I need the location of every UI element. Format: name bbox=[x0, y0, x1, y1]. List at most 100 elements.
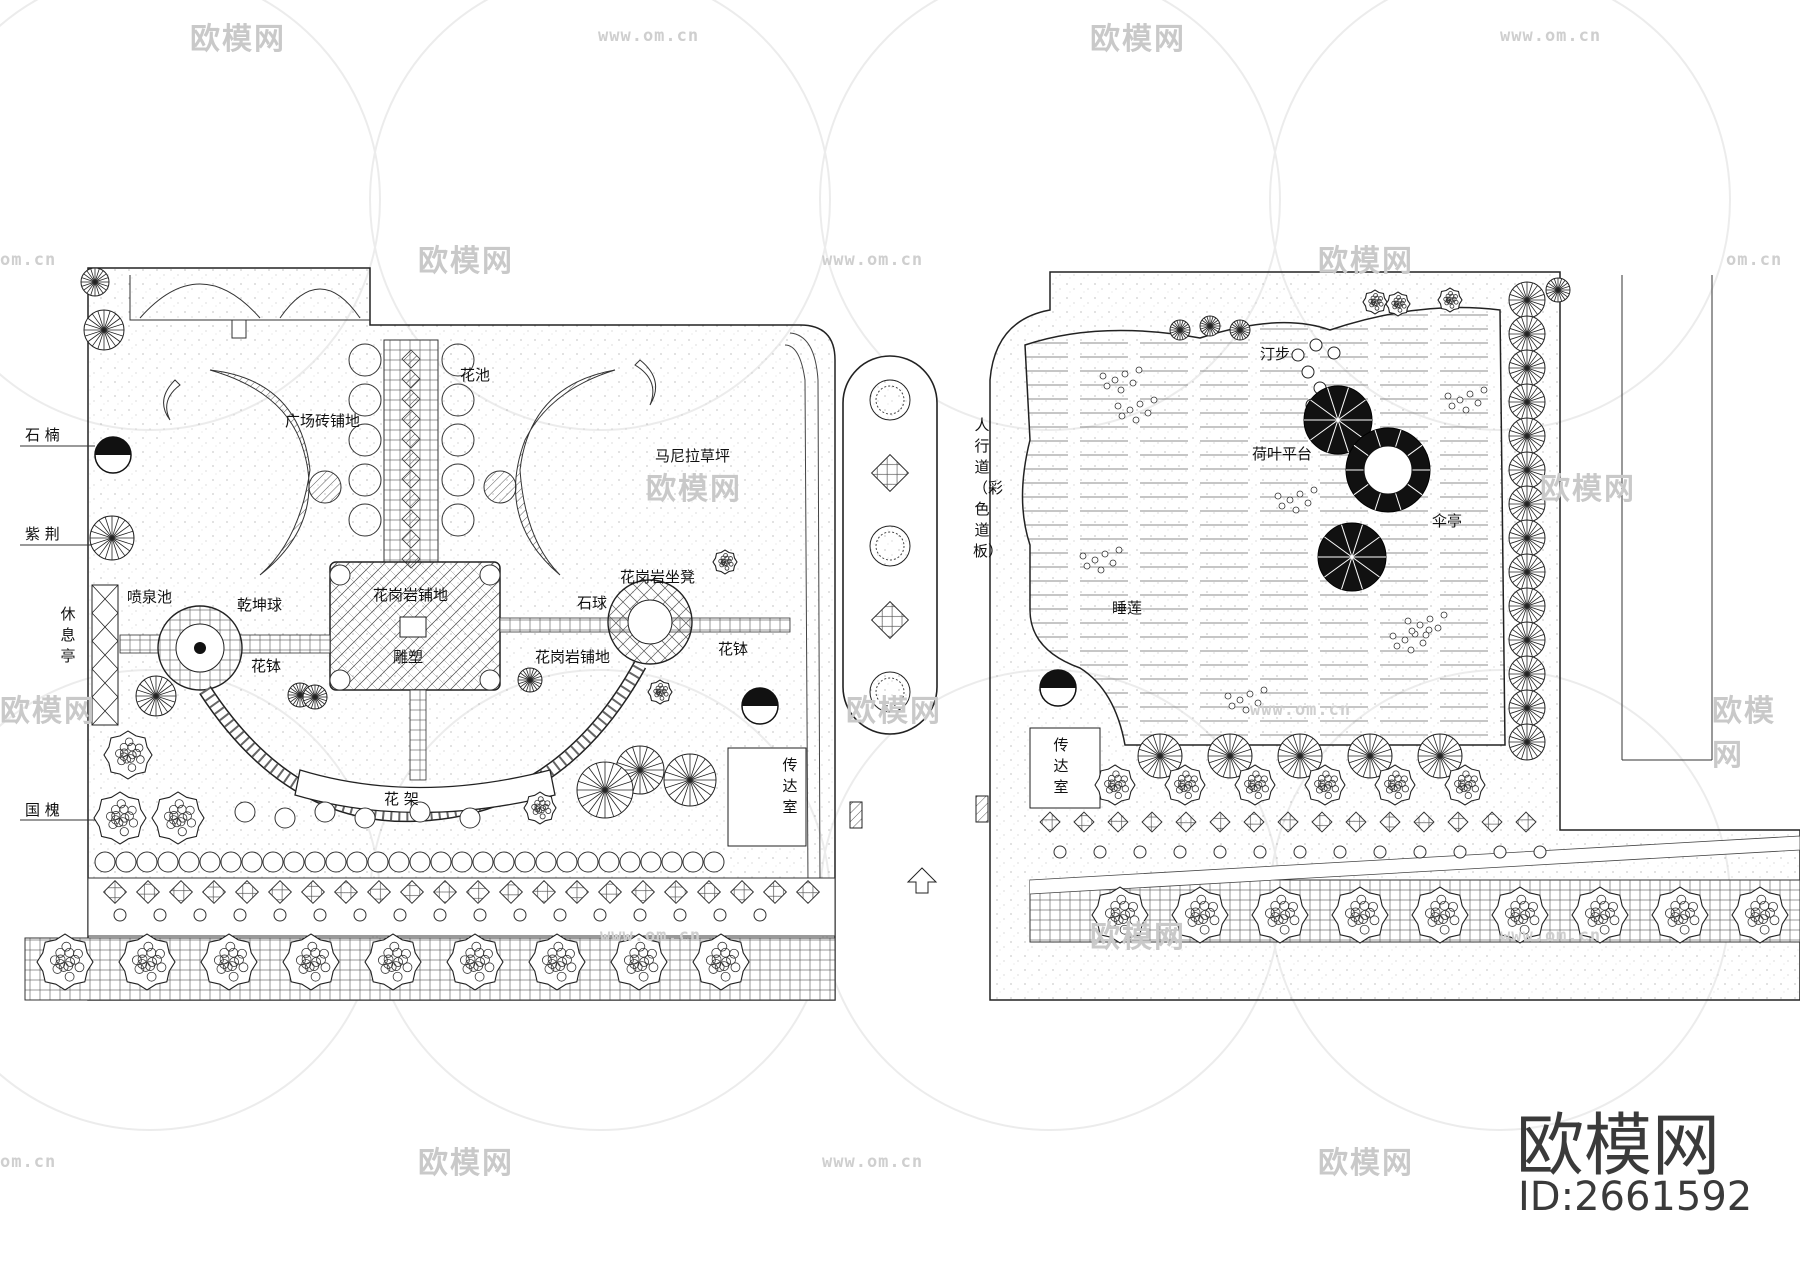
tree-branch bbox=[689, 779, 715, 789]
tree-branch bbox=[1216, 737, 1231, 757]
tree-leaf bbox=[1679, 900, 1690, 911]
tree-branch bbox=[103, 329, 117, 347]
tree-branch bbox=[1432, 734, 1441, 757]
tree-branch bbox=[1526, 554, 1533, 573]
umbrella-rib bbox=[1310, 419, 1339, 441]
umbrella-rib bbox=[1337, 387, 1349, 421]
tree-branch bbox=[674, 779, 691, 802]
tree-leaf bbox=[146, 971, 157, 982]
tree-branch bbox=[665, 779, 691, 789]
tree-leaf bbox=[1318, 782, 1326, 790]
tree-branch bbox=[1526, 622, 1533, 641]
label-sculpture: 雕塑 bbox=[393, 648, 424, 666]
shrub-diamond bbox=[333, 879, 359, 905]
tree-branch bbox=[1299, 755, 1319, 770]
tree-branch bbox=[604, 780, 632, 791]
tree-canopy bbox=[692, 933, 750, 991]
tree-leaf bbox=[1396, 295, 1401, 300]
tree-branch bbox=[1516, 523, 1528, 539]
tree-leaf bbox=[169, 811, 179, 821]
tree-branch bbox=[1286, 755, 1301, 775]
tree-leaf bbox=[638, 971, 649, 982]
tree-branch bbox=[1512, 503, 1528, 515]
watermark-logo: 欧模网 bbox=[418, 1146, 514, 1181]
tree-branch bbox=[83, 273, 96, 283]
tree-branch bbox=[639, 755, 660, 771]
shrub bbox=[1173, 845, 1187, 859]
shrub bbox=[346, 851, 368, 873]
tree-branch bbox=[1229, 734, 1238, 757]
water-lily bbox=[1462, 406, 1470, 414]
tree-leaf bbox=[1587, 917, 1598, 927]
label-manila-lawn: 马尼拉草坪 bbox=[655, 447, 731, 465]
tree-branch bbox=[1369, 734, 1378, 757]
bollard bbox=[975, 795, 989, 823]
tree-branch bbox=[1526, 588, 1533, 607]
tree-branch bbox=[1369, 742, 1389, 757]
tree-canopy bbox=[528, 933, 586, 991]
shinan-shrub-half bbox=[95, 437, 131, 455]
tree-branch bbox=[1351, 755, 1371, 770]
tree-row bbox=[1508, 587, 1546, 625]
shrub-diamond bbox=[102, 879, 128, 905]
tree-palm bbox=[576, 761, 634, 819]
tree-branch bbox=[1509, 396, 1528, 403]
tree-leaf bbox=[460, 955, 470, 966]
tree-leaf bbox=[1769, 915, 1780, 926]
shrub bbox=[493, 851, 515, 873]
tree-leaf bbox=[1110, 912, 1121, 922]
tree-branch bbox=[1526, 727, 1538, 743]
tree-branch bbox=[639, 769, 655, 790]
tree-branch bbox=[1526, 673, 1545, 680]
tree-branch bbox=[155, 695, 173, 709]
tree-leaf bbox=[145, 961, 156, 971]
tree-leaf bbox=[635, 941, 646, 952]
tree-branch bbox=[104, 537, 113, 560]
tree-branch bbox=[1526, 387, 1538, 403]
tree-bush bbox=[1437, 287, 1463, 313]
shrub-diamond bbox=[201, 879, 227, 905]
tree-leaf bbox=[1436, 894, 1447, 905]
tree-leaf bbox=[547, 954, 558, 965]
tree-leaf bbox=[1285, 907, 1295, 918]
shrub-row bbox=[1094, 764, 1136, 806]
label-penquanchi: 喷泉池 bbox=[127, 588, 173, 606]
water-lily-cluster bbox=[1079, 546, 1123, 574]
tree-branch bbox=[1526, 656, 1533, 675]
label-shinan: 石 楠 bbox=[25, 426, 60, 444]
watermark-url-fragment: om.cn bbox=[1726, 250, 1783, 270]
water-lily bbox=[1099, 372, 1107, 380]
axis-diamond bbox=[401, 409, 421, 429]
tree-branch bbox=[1509, 537, 1528, 544]
tree-leaf bbox=[176, 817, 186, 827]
tree-leaf bbox=[1184, 791, 1192, 800]
tree-leaf bbox=[1590, 912, 1601, 922]
watermark-logo-fragment: 欧模网 bbox=[1712, 694, 1776, 773]
tree-leaf bbox=[1525, 907, 1535, 918]
tree-branch bbox=[155, 683, 173, 697]
tree-branch bbox=[1299, 748, 1322, 757]
shrub-diamond-shape bbox=[366, 879, 392, 905]
tree-branch bbox=[1526, 673, 1538, 689]
tree-leaf bbox=[474, 971, 485, 982]
tree-branch bbox=[1512, 435, 1528, 447]
tree-leaf bbox=[1178, 782, 1186, 790]
pavilion-cross bbox=[91, 696, 119, 726]
umbrella-rib bbox=[1337, 419, 1366, 441]
tree-leaf bbox=[648, 962, 659, 973]
tree-leaf bbox=[1449, 303, 1455, 309]
tree-leaf bbox=[1596, 894, 1607, 905]
tree-leaf bbox=[637, 961, 648, 971]
moon-left bbox=[163, 379, 181, 421]
tree-branch bbox=[1512, 367, 1528, 379]
tree-branch bbox=[1526, 435, 1538, 451]
tree-branch bbox=[1526, 591, 1538, 607]
tree-leaf bbox=[228, 947, 239, 958]
water-lily bbox=[1144, 409, 1152, 417]
tree-leaf bbox=[115, 749, 124, 758]
tree-branch bbox=[149, 676, 157, 697]
tree-branch bbox=[1516, 333, 1528, 349]
tree-branch bbox=[1526, 421, 1538, 437]
tree-leaf bbox=[124, 737, 134, 747]
tree-leaf bbox=[1278, 914, 1289, 924]
